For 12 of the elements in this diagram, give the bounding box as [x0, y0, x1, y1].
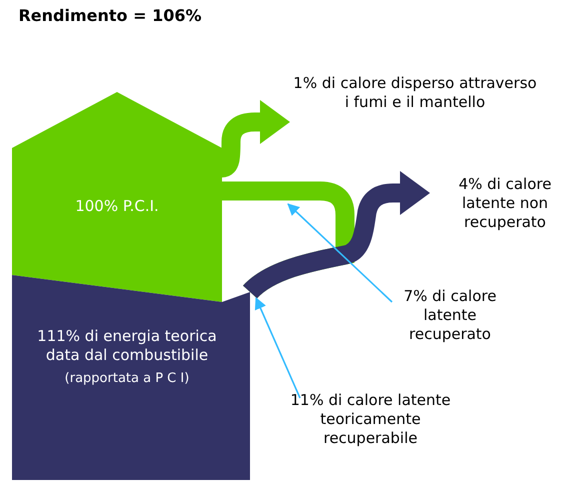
block-label: 100% P.C.I.	[74, 197, 160, 216]
leader-line	[287, 203, 393, 303]
note-text: (rapportata a P C I)	[64, 370, 190, 388]
flow-arrow	[220, 100, 290, 178]
flow-label: 4% di calore latente non recuperato	[458, 175, 552, 232]
flow-label: 1% di calore disperso attraverso i fumi e il mantello	[292, 74, 538, 112]
flow-label: 11% di calore latente teoricamente recuperabile	[289, 391, 452, 448]
block-label: 111% di energia teorica data dal combustibile	[36, 327, 218, 365]
leader-line	[254, 297, 301, 398]
flow-arrow	[243, 171, 430, 299]
title: Rendimento = 106%	[17, 6, 203, 25]
flow-label: 7% di calore latente recuperato	[402, 287, 498, 344]
